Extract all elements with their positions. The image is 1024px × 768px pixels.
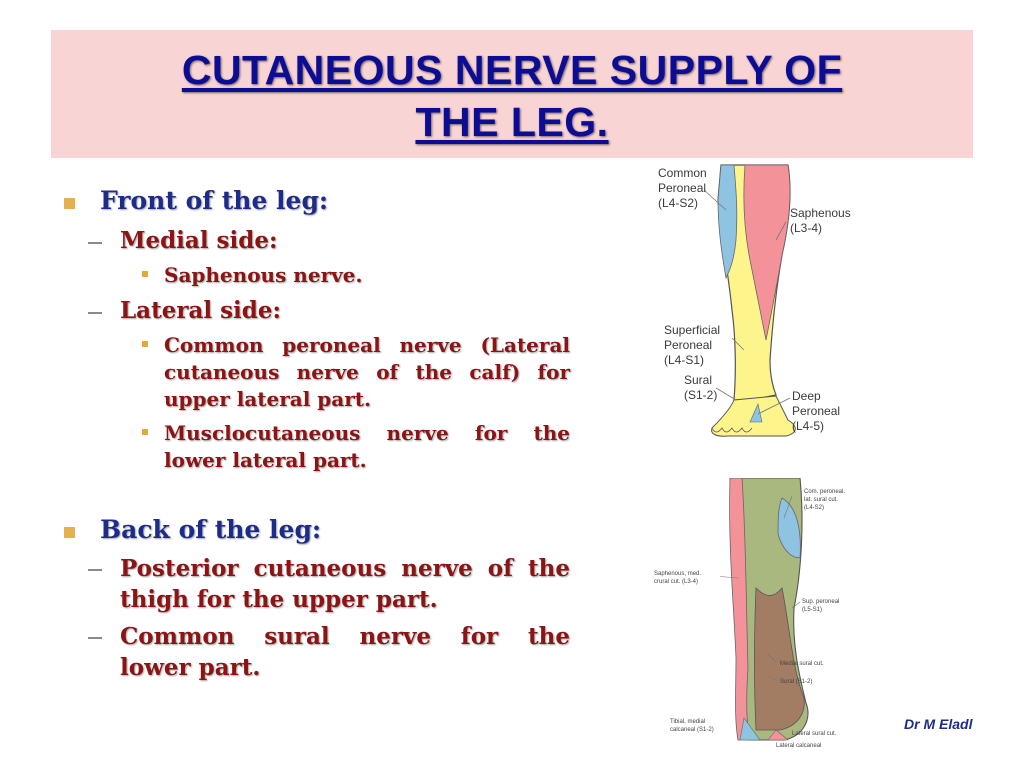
back-heading: Back of the leg: bbox=[100, 515, 322, 544]
toes-outline bbox=[711, 427, 753, 433]
bullet-square bbox=[64, 527, 75, 538]
sural-brown-region bbox=[754, 587, 805, 731]
lateral-calcaneal-label: Lateral calcaneal bbox=[776, 743, 822, 749]
dash-bullet bbox=[88, 242, 102, 244]
saphenous-label: Saphenous (L3-4) bbox=[790, 206, 851, 235]
bullet-square bbox=[64, 198, 75, 209]
sub-bullet bbox=[142, 341, 148, 347]
lateral-sural-blue-region bbox=[777, 497, 801, 559]
dash-bullet bbox=[88, 569, 102, 571]
medial-sural-label: Medial sural cut. bbox=[780, 661, 824, 667]
dash-bullet bbox=[88, 637, 102, 639]
tibial-calcaneal-label: Tibial, medial calcaneal (S1-2) bbox=[670, 719, 714, 733]
posterior-cutaneous-line-2: thigh for the upper part. bbox=[120, 586, 438, 613]
deep-peroneal-label: Deep Peroneal (L4-5) bbox=[792, 389, 841, 433]
sub-bullet bbox=[142, 271, 148, 277]
dash-bullet bbox=[88, 312, 102, 314]
front-heading: Front of the leg: bbox=[100, 186, 329, 215]
saphenous-med-label: Saphenous, med. crural cut. (L3-4) bbox=[654, 571, 702, 585]
sural-label: Sural (S1-2) bbox=[684, 373, 718, 402]
title-band: CUTANEOUS NERVE SUPPLY OF THE LEG. bbox=[51, 30, 973, 158]
medial-side-label: Medial side: bbox=[120, 227, 278, 254]
superficial-peroneal-label: Superficial Peroneal (L4-S1) bbox=[664, 323, 721, 367]
posterior-cutaneous-line-1: Posterior cutaneous nerve of the bbox=[120, 555, 570, 582]
slide-title: CUTANEOUS NERVE SUPPLY OF THE LEG. bbox=[51, 44, 973, 148]
common-peroneal-line-1: Common peroneal nerve (Lateral bbox=[164, 333, 570, 357]
sup-peroneal-label: Sup. peroneal (L5-S1) bbox=[802, 599, 840, 613]
sub-bullet bbox=[142, 429, 148, 435]
front-leg-diagram bbox=[703, 164, 796, 437]
saphenous-pink-region bbox=[743, 164, 791, 341]
common-sural-line-2: lower part. bbox=[120, 654, 261, 681]
lateral-side-label: Lateral side: bbox=[120, 297, 281, 324]
common-peroneal-blue-region bbox=[717, 164, 738, 280]
title-line-2: THE LEG. bbox=[415, 99, 609, 145]
com-peroneal-label: Com. peroneal. lat. sural cut. (L4-S2) bbox=[804, 489, 846, 511]
saphenous-nerve-item: Saphenous nerve. bbox=[164, 263, 363, 287]
title-line-1: CUTANEOUS NERVE SUPPLY OF bbox=[181, 47, 843, 93]
musclocutaneous-line-2: lower lateral part. bbox=[164, 448, 367, 472]
lateral-sural-label: Lateral sural cut. bbox=[792, 731, 837, 737]
back-leg-diagram bbox=[720, 478, 809, 741]
common-peroneal-line-2: cutaneous nerve of the calf) for bbox=[164, 360, 570, 384]
common-peroneal-line-3: upper lateral part. bbox=[164, 387, 371, 411]
medial-calcaneal-blue-region bbox=[739, 717, 761, 741]
common-sural-line-1: Common sural nerve for the bbox=[120, 623, 570, 650]
musclocutaneous-line-1: Musclocutaneous nerve for the bbox=[164, 421, 570, 445]
common-peroneal-label: Common Peroneal (L4-S2) bbox=[658, 166, 707, 210]
sural-back-label: Sural (S1-2) bbox=[780, 679, 813, 685]
lateral-calcaneal-pink-region bbox=[767, 729, 789, 741]
author-credit: Dr M Eladl bbox=[904, 716, 973, 732]
